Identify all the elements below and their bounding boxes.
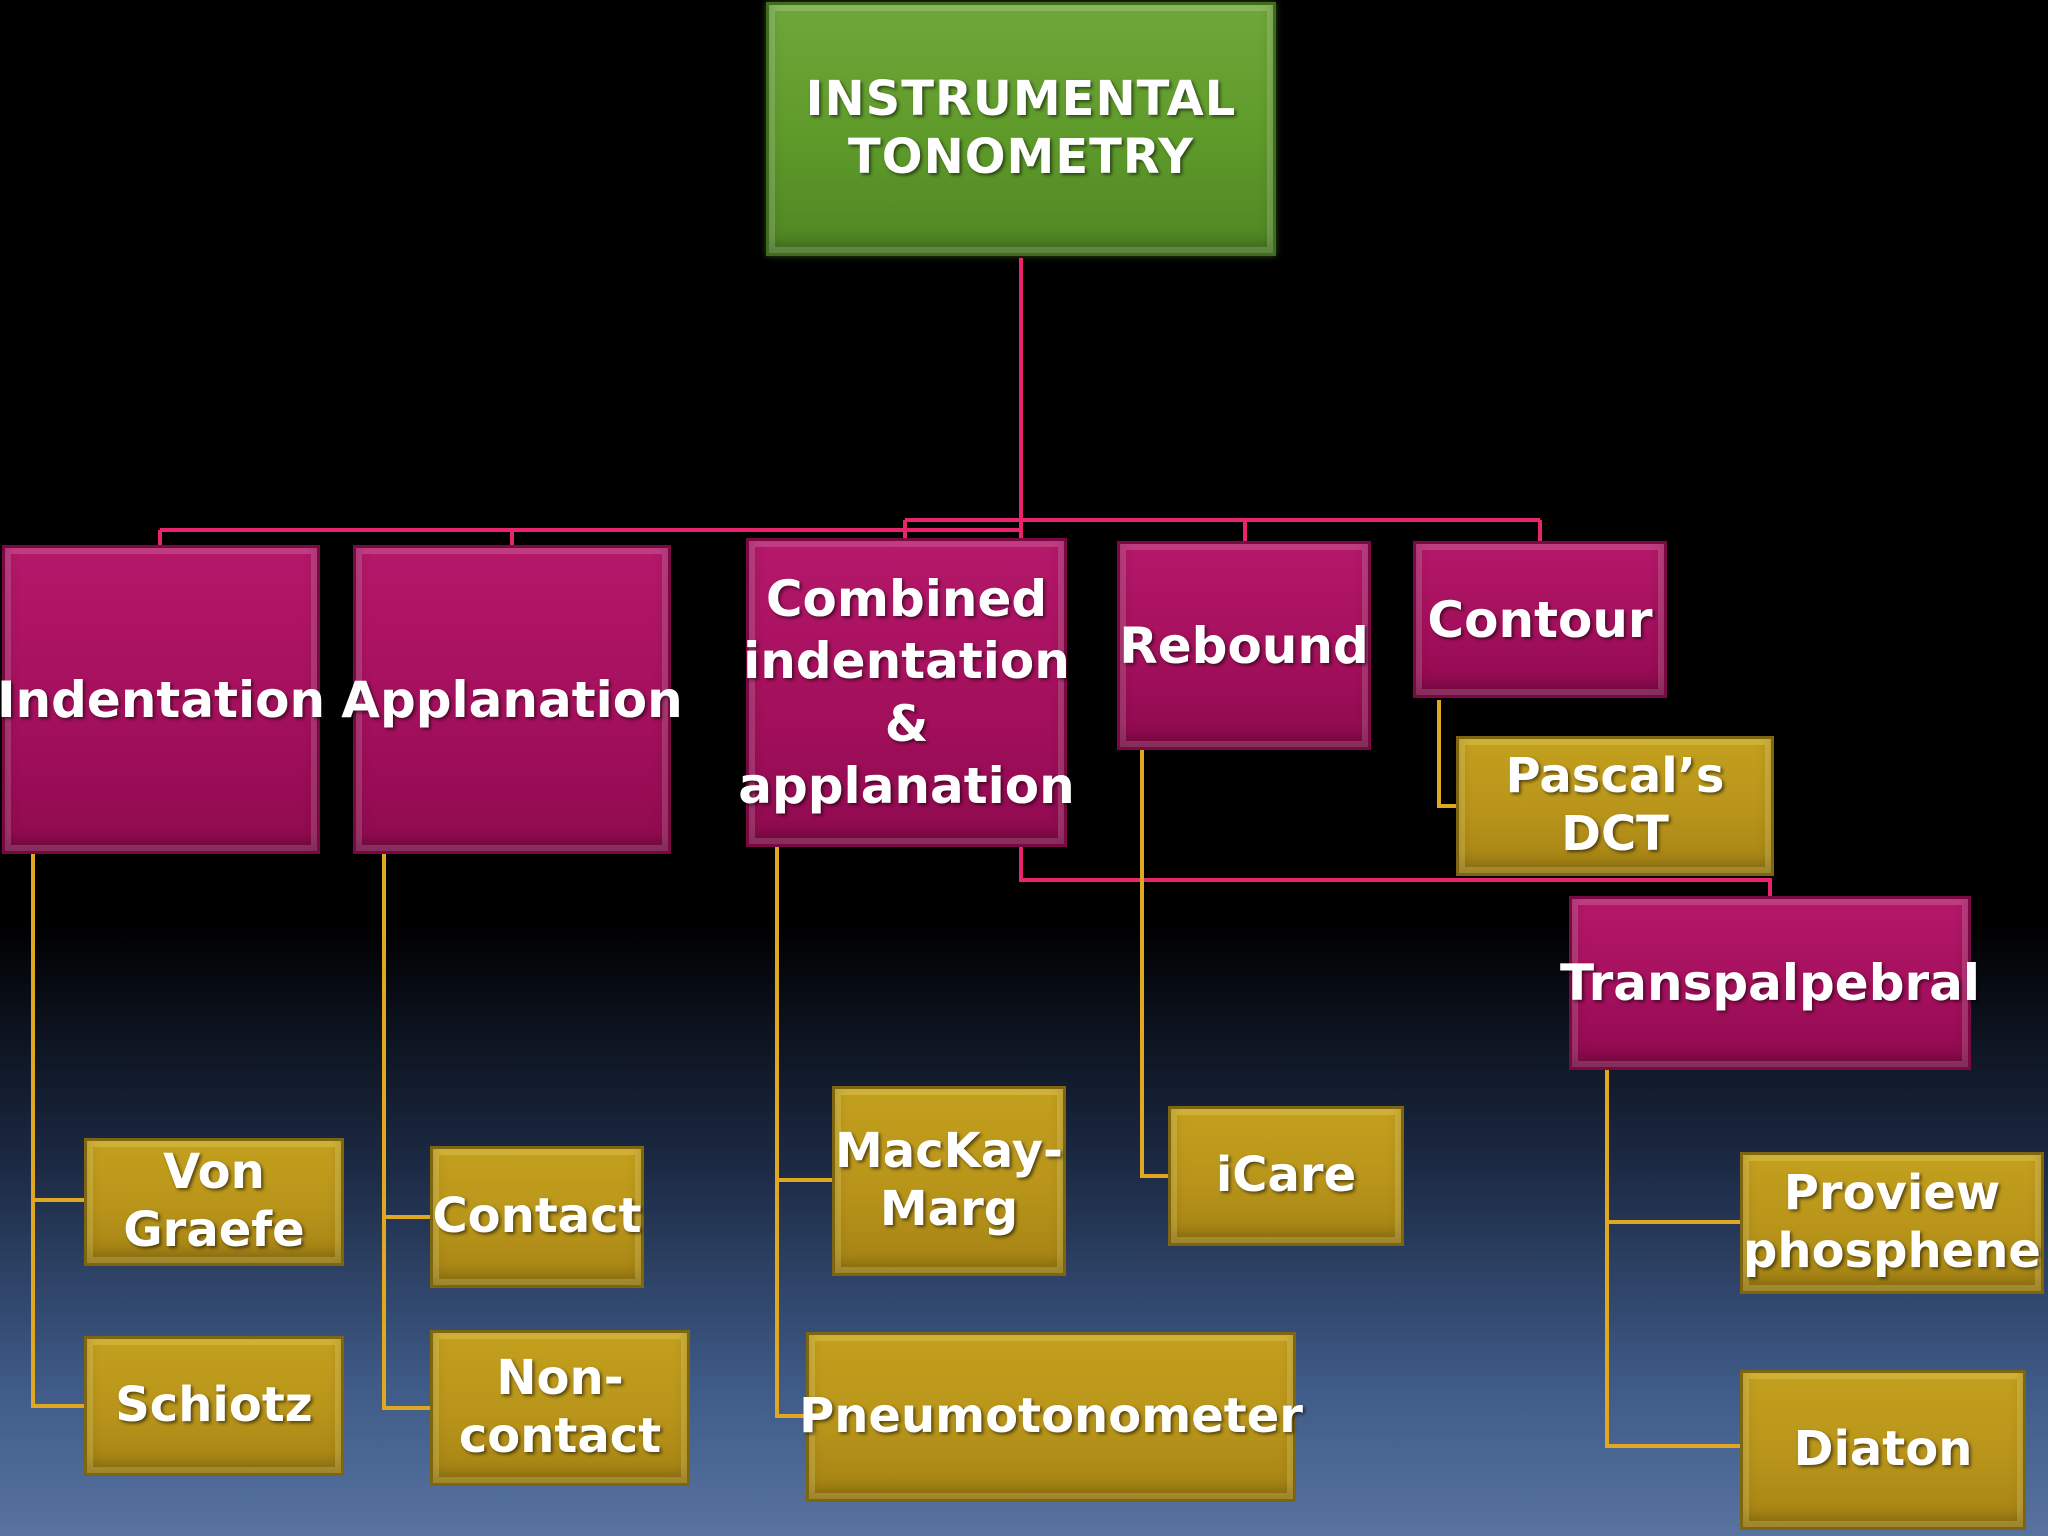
- leaf-schiotz: Schiotz: [84, 1336, 344, 1476]
- leaf-icare: iCare: [1168, 1106, 1404, 1246]
- connector-transpalpebral-leaves: [1605, 1068, 1742, 1448]
- connector-contour-leaves: [1437, 700, 1458, 808]
- leaf-diaton: Diaton: [1740, 1370, 2026, 1530]
- category-rebound: Rebound: [1117, 541, 1371, 750]
- leaf-contact: Contact: [430, 1146, 644, 1288]
- connector-applanation-leaves: [382, 853, 432, 1410]
- category-combined-indentation-applanation: Combined indentation & applanation: [738, 538, 1075, 847]
- connector-rebound-leaves: [1140, 750, 1170, 1178]
- category-indentation: Indentation: [0, 545, 325, 854]
- leaf-pascals-dct: Pascal’s DCT: [1456, 736, 1774, 876]
- leaf-proview-phosphene: Proview phosphene: [1740, 1152, 2044, 1294]
- leaf-non-contact: Non- contact: [430, 1330, 690, 1486]
- category-applanation: Applanation: [341, 545, 683, 854]
- root-node-instrumental-tonometry: INSTRUMENTAL TONOMETRY: [766, 2, 1276, 256]
- category-transpalpebral: Transpalpebral: [1560, 896, 1980, 1070]
- connector-category-bus: [160, 518, 1540, 532]
- category-contour: Contour: [1413, 541, 1667, 698]
- connector-combined-leaves: [775, 846, 832, 1418]
- leaf-mackay-marg: MacKay- Marg: [832, 1086, 1066, 1276]
- connector-indentation-leaves: [31, 853, 86, 1408]
- leaf-von-graefe: Von Graefe: [84, 1138, 344, 1266]
- leaf-pneumotonometer: Pneumotonometer: [799, 1332, 1303, 1502]
